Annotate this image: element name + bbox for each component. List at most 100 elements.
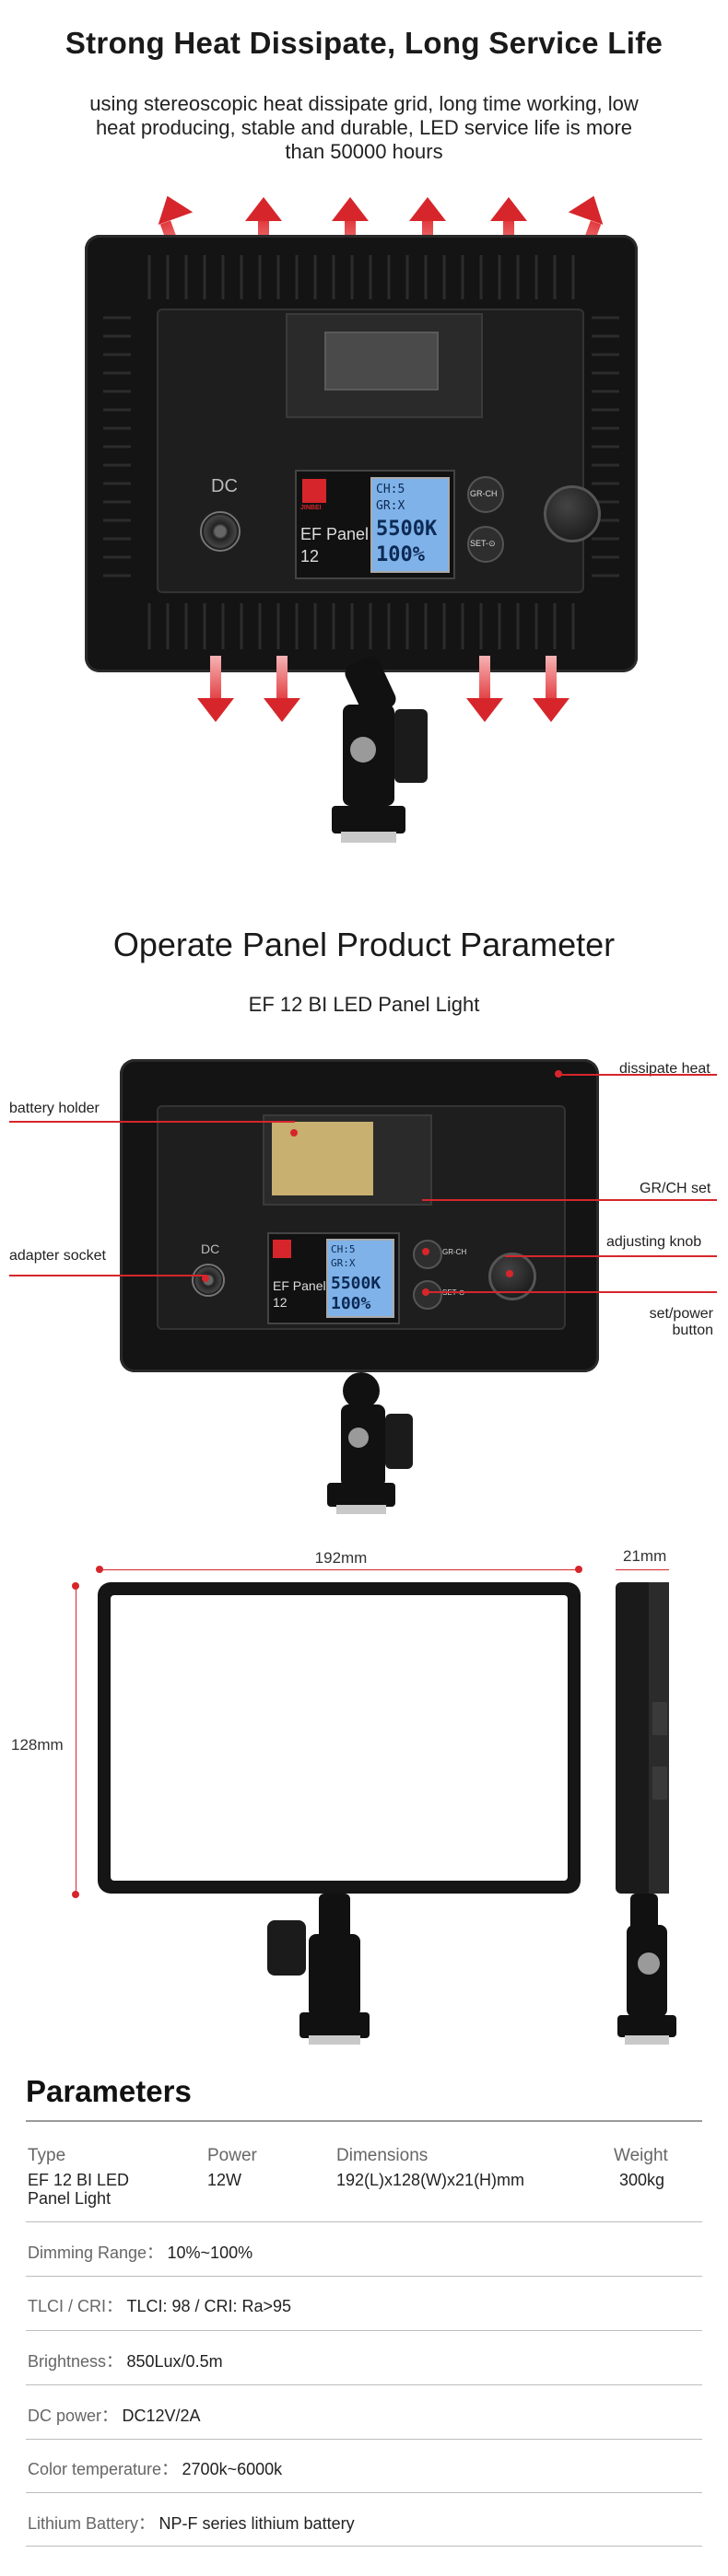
parameters-title: Parameters [26, 2074, 192, 2108]
screw-icon [638, 1952, 660, 1975]
callout-dot [290, 1129, 298, 1136]
divider [26, 2276, 702, 2277]
brand-logo-icon [302, 479, 326, 503]
dc-label-2: DC [201, 1241, 220, 1256]
model-label: EF Panel [300, 525, 370, 543]
heat-arrow-icon [197, 698, 234, 722]
section2-title: Operate Panel Product Parameter [112, 926, 616, 963]
dimension-arrow-icon [96, 1566, 103, 1573]
callout-adapter-socket: adapter socket [9, 1248, 106, 1264]
heat-sink-grid-icon [103, 255, 619, 649]
set-button[interactable] [467, 526, 504, 563]
param-value-type: EF 12 BI LED Panel Light [28, 2171, 130, 2208]
section2-subtitle: EF 12 BI LED Panel Light [248, 993, 480, 1016]
grch-button[interactable] [467, 476, 504, 513]
dimension-width-line [100, 1569, 579, 1570]
dimension-arrow-icon [575, 1566, 582, 1573]
led-panel-side-view [616, 1582, 669, 1894]
param-value: TLCI: 98 / CRI: Ra>95 [126, 2297, 292, 2315]
heat-arrow-icon [546, 656, 557, 702]
dc-label: DC [211, 476, 238, 496]
divider [26, 2384, 702, 2385]
heat-arrow-icon [490, 197, 527, 221]
battery-plate [324, 332, 439, 390]
brand-logo-icon [273, 1240, 291, 1258]
lcd-screen-2: CH:5 GR:X 5500K 100% [326, 1239, 394, 1318]
callout-dot [202, 1275, 209, 1282]
dimension-depth-label: 21mm [623, 1547, 667, 1565]
heat-arrow-icon [210, 656, 221, 702]
heat-arrow-icon [264, 698, 300, 722]
callout-line [558, 1074, 717, 1076]
battery-holder-2 [263, 1114, 432, 1206]
callout-dot [422, 1248, 429, 1255]
screw-icon [348, 1428, 369, 1448]
param-header-power: Power [207, 2146, 257, 2165]
divider [26, 2546, 702, 2547]
divider [26, 2330, 702, 2331]
param-value-power: 12W [207, 2171, 242, 2189]
callout-adjusting-knob: adjusting knob [606, 1234, 702, 1250]
brand-name: JINBEI [300, 505, 322, 511]
param-header-dimensions: Dimensions [336, 2146, 429, 2165]
display-module: JINBEI EF Panel 12 CH:5 GR:X 5500K 100% [295, 470, 455, 579]
dimension-arrow-icon [72, 1891, 79, 1898]
heat-arrow-icon [276, 656, 288, 702]
callout-line [422, 1291, 717, 1293]
heat-arrow-icon [568, 189, 612, 226]
heat-arrow-icon [409, 197, 446, 221]
param-value-weight: 300kg [619, 2171, 665, 2189]
divider [26, 2221, 702, 2222]
divider [26, 2492, 702, 2493]
led-panel-diagram: DC EF Panel 12 CH:5 GR:X 5500K 100% GR-C… [120, 1059, 599, 1372]
param-row: Brightness： 850Lux/0.5m [28, 2349, 223, 2372]
callout-set-power: set/power button [649, 1306, 713, 1338]
divider [26, 2120, 702, 2122]
dimension-depth-line [616, 1569, 669, 1570]
battery-contacts-icon [272, 1122, 373, 1195]
param-label: Lithium Battery： [28, 2514, 156, 2533]
heat-arrow-icon [479, 656, 490, 702]
param-header-type: Type [28, 2146, 66, 2165]
param-value: 10%~100% [167, 2244, 253, 2262]
heat-arrow-icon [149, 189, 194, 226]
param-label: Dimming Range： [28, 2244, 164, 2262]
adjusting-knob-icon[interactable] [488, 1253, 536, 1300]
heat-arrow-icon [332, 197, 369, 221]
heat-arrow-icon [245, 197, 282, 221]
callout-dot [506, 1270, 513, 1277]
callout-line [422, 1199, 717, 1201]
display-module-2: EF Panel 12 CH:5 GR:X 5500K 100% [267, 1232, 400, 1324]
divider [26, 2439, 702, 2440]
battery-holder [286, 313, 483, 418]
param-value-dimensions: 192(L)x128(W)x21(H)mm [336, 2171, 525, 2189]
diffuser-surface [111, 1595, 568, 1881]
param-label: Brightness： [28, 2352, 123, 2371]
callout-grch-set: GR/CH set [640, 1181, 711, 1196]
model-number: 12 [300, 547, 320, 565]
param-row: Dimming Range： 10%~100% [28, 2240, 252, 2264]
callout-line [9, 1121, 295, 1123]
param-row: DC power： DC12V/2A [28, 2403, 201, 2427]
param-row: Lithium Battery： NP-F series lithium bat… [28, 2511, 355, 2535]
param-label: DC power： [28, 2407, 119, 2425]
param-header-weight: Weight [614, 2146, 668, 2165]
callout-battery-holder: battery holder [9, 1101, 100, 1116]
heat-arrow-icon [466, 698, 503, 722]
lcd-screen: CH:5 GR:X 5500K 100% [370, 477, 450, 573]
led-panel-back-view: DC JINBEI EF Panel 12 CH:5 GR:X 5500K 10… [85, 235, 638, 672]
dimension-arrow-icon [72, 1582, 79, 1590]
param-value: NP-F series lithium battery [159, 2514, 355, 2533]
param-row: TLCI / CRI： TLCI: 98 / CRI: Ra>95 [28, 2293, 291, 2317]
heat-arrow-icon [533, 698, 569, 722]
param-label: TLCI / CRI： [28, 2297, 123, 2315]
param-value: DC12V/2A [122, 2407, 201, 2425]
led-panel-front-view [98, 1582, 581, 1894]
callout-line [505, 1255, 717, 1257]
adjusting-knob-icon[interactable] [544, 485, 601, 542]
param-value: 2700k~6000k [182, 2460, 283, 2478]
param-row: Color temperature： 2700k~6000k [28, 2456, 282, 2480]
callout-dissipate-heat: dissipate heat [619, 1061, 710, 1077]
dimension-width-label: 192mm [314, 1549, 368, 1567]
callout-line [9, 1275, 206, 1276]
